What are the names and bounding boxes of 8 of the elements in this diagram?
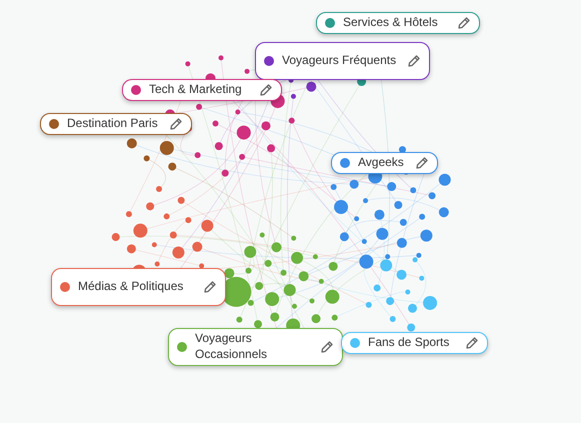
cluster-name: Médias & Politiques [78,279,184,295]
cluster-name: Avgeeks [358,155,405,171]
cluster-name: Voyageurs Fréquents [282,53,398,69]
cluster-name: Tech & Marketing [149,82,243,98]
cluster-name: Voyageurs Occasionnels [195,331,268,363]
cluster-name: Fans de Sports [368,335,450,351]
cluster-name: Services & Hôtels [343,15,439,31]
cluster-name: Destination Paris [67,116,159,132]
